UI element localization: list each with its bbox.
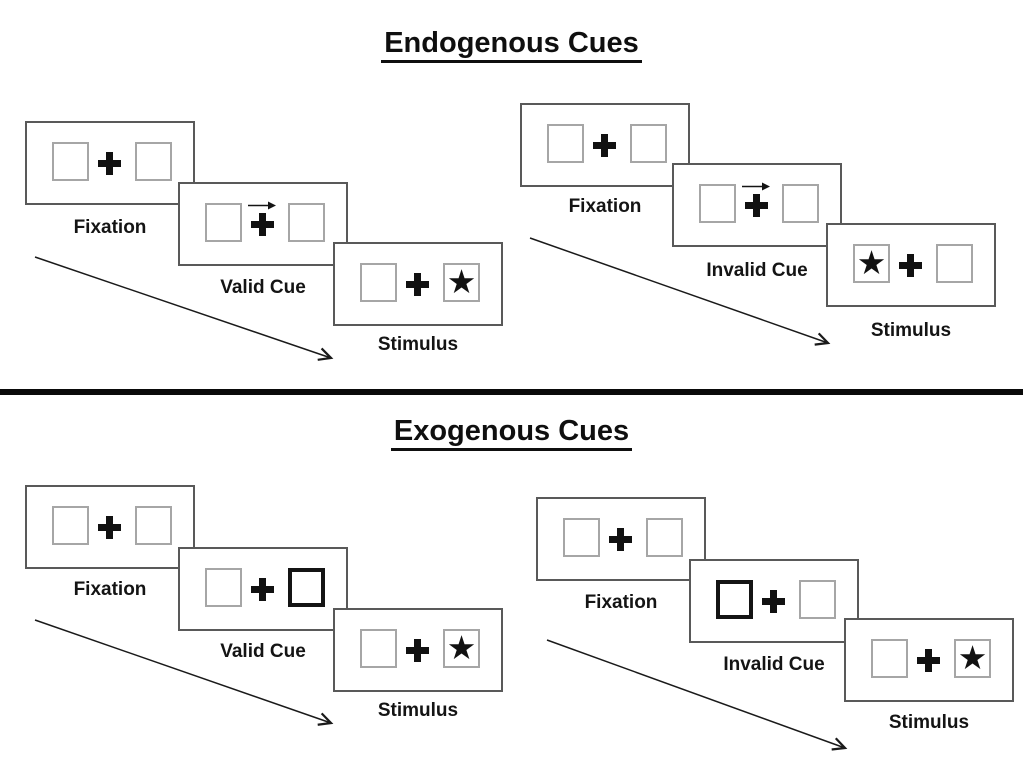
section-title-exogenous: Exogenous Cues (0, 416, 1023, 451)
sequence-arrow (34, 619, 334, 726)
left-placeholder-box (699, 184, 736, 223)
star-icon: ★ (446, 628, 477, 667)
left-placeholder-box (205, 568, 242, 607)
panel-invalid-cue (689, 559, 859, 643)
right-placeholder-box (630, 124, 667, 163)
panel-label: Stimulus (377, 700, 459, 721)
left-placeholder-box (871, 639, 908, 678)
right-placeholder-box (799, 580, 836, 619)
panel-stimulus: ★ (333, 608, 503, 692)
star-icon: ★ (446, 262, 477, 301)
panel-fixation (25, 485, 195, 569)
left-placeholder-box (547, 124, 584, 163)
right-target-box: ★ (443, 263, 480, 302)
fixation-cross-icon (593, 134, 616, 157)
right-placeholder-box (782, 184, 819, 223)
panel-label: Invalid Cue (706, 260, 808, 281)
star-icon: ★ (957, 638, 988, 677)
right-target-box: ★ (954, 639, 991, 678)
panel-stimulus: ★ (333, 242, 503, 326)
right-placeholder-box (135, 142, 172, 181)
sequence-arrow (529, 237, 831, 346)
fixation-cross-icon (98, 152, 121, 175)
panel-fixation (25, 121, 195, 205)
section-title-text: Exogenous Cues (390, 416, 633, 451)
fixation-cross-icon (251, 578, 274, 601)
right-placeholder-box (135, 506, 172, 545)
left-cued-box (716, 580, 753, 619)
fixation-cross-icon (406, 639, 429, 662)
section-title-text: Endogenous Cues (381, 28, 642, 63)
panel-label: Stimulus (377, 334, 459, 355)
left-placeholder-box (563, 518, 600, 557)
panel-stimulus: ★ (826, 223, 996, 307)
right-placeholder-box (288, 203, 325, 242)
panel-valid-cue (178, 547, 348, 631)
right-placeholder-box (936, 244, 973, 283)
panel-label: Valid Cue (220, 641, 306, 662)
left-placeholder-box (205, 203, 242, 242)
sequence-arrow (34, 256, 334, 361)
fixation-cross-icon (899, 254, 922, 277)
star-icon: ★ (856, 243, 887, 282)
right-cued-box (288, 568, 325, 607)
left-placeholder-box (52, 506, 89, 545)
panel-invalid-cue (672, 163, 842, 247)
panel-label: Valid Cue (220, 277, 306, 298)
panel-label: Fixation (73, 579, 147, 600)
fixation-cross-icon (406, 273, 429, 296)
fixation-cross-icon (917, 649, 940, 672)
right-placeholder-box (646, 518, 683, 557)
left-target-box: ★ (853, 244, 890, 283)
section-divider (0, 389, 1023, 395)
cue-arrow-icon (742, 182, 770, 191)
panel-label: Fixation (73, 217, 147, 238)
fixation-cross-icon (745, 194, 768, 217)
panel-label: Invalid Cue (723, 654, 825, 675)
fixation-cross-icon (762, 590, 785, 613)
right-target-box: ★ (443, 629, 480, 668)
panel-label: Fixation (584, 592, 658, 613)
panel-label: Stimulus (888, 712, 970, 733)
section-title-endogenous: Endogenous Cues (0, 28, 1023, 63)
panel-valid-cue (178, 182, 348, 266)
cue-arrow-icon (248, 201, 276, 210)
left-placeholder-box (52, 142, 89, 181)
panel-fixation (536, 497, 706, 581)
left-placeholder-box (360, 263, 397, 302)
panel-fixation (520, 103, 690, 187)
fixation-cross-icon (609, 528, 632, 551)
panel-label: Stimulus (870, 320, 952, 341)
panel-label: Fixation (568, 196, 642, 217)
left-placeholder-box (360, 629, 397, 668)
fixation-cross-icon (98, 516, 121, 539)
fixation-cross-icon (251, 213, 274, 236)
panel-stimulus: ★ (844, 618, 1014, 702)
